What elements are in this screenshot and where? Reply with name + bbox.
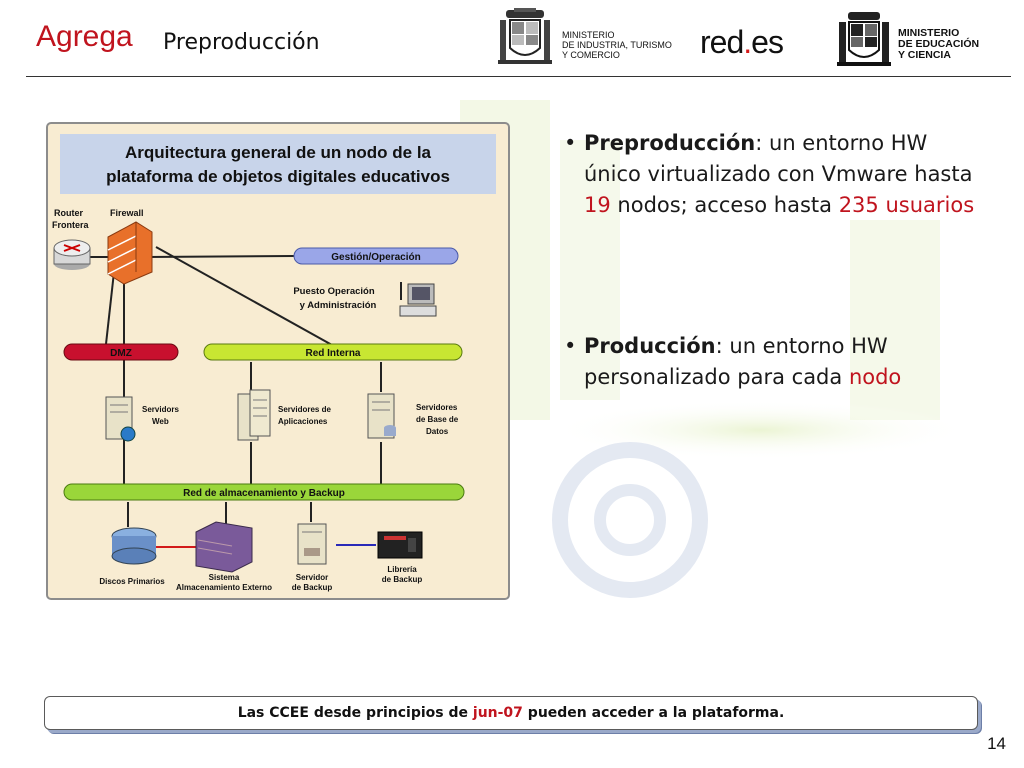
diagram-title: plataforma de objetos digitales educativ…	[106, 167, 450, 186]
sistema-label: Almacenamiento Externo	[176, 583, 272, 592]
red-interna-label: Red Interna	[305, 348, 360, 359]
backup-server-icon	[297, 523, 327, 565]
backup-server-label: Servidor	[296, 573, 328, 582]
ministry-line: DE INDUSTRIA, TURISMO	[562, 40, 672, 50]
slide-subtitle: Preproducción	[163, 30, 320, 55]
connection-lines	[90, 246, 402, 527]
gestion-label: Gestión/Operación	[331, 252, 420, 263]
brand-title: Agrega	[36, 20, 133, 53]
discos-label: Discos Primarios	[99, 577, 165, 586]
ministry-industria-logo: MINISTERIO DE INDUSTRIA, TURISMO Y COMER…	[562, 30, 672, 60]
ministry-educacion-logo: MINISTERIO DE EDUCACIÓN Y CIENCIA	[898, 28, 979, 61]
storage-bus-label: Red de almacenamiento y Backup	[183, 488, 345, 499]
libreria-label: Librería	[387, 565, 417, 574]
router-label: Frontera	[52, 220, 90, 230]
bullet-text: nodos; acceso hasta	[610, 193, 839, 217]
bullet-text: : un entorno HW único virtualizado con V…	[584, 131, 973, 186]
web-server-icon	[105, 396, 136, 442]
puesto-label: Puesto Operación	[293, 286, 374, 297]
slide-header: Agrega Preproducción MINISTERIO DE INDUS…	[0, 0, 1024, 78]
workstation-icon	[399, 283, 437, 317]
redes-logo-part: es	[751, 24, 784, 60]
bullet-highlight: nodo	[848, 365, 902, 389]
footer-note: Las CCEE desde principios de jun-07 pued…	[44, 696, 978, 730]
spain-coat-of-arms-icon	[837, 12, 891, 66]
background-decoration	[460, 100, 970, 598]
firewall-icon	[107, 221, 153, 285]
ministry-line: DE EDUCACIÓN	[898, 38, 980, 50]
header-divider	[26, 76, 1011, 77]
gestion-bus	[293, 247, 459, 265]
backup-server-label: de Backup	[292, 583, 333, 592]
firewall-label: Firewall	[110, 208, 144, 218]
app-server-label: Aplicaciones	[278, 417, 328, 426]
disk-icon	[111, 527, 157, 565]
web-server-label: Servidors	[142, 405, 179, 414]
dmz-label: DMZ	[110, 348, 132, 359]
bullet-title: Producción	[584, 334, 716, 358]
bullet-icon: •	[564, 334, 577, 358]
router-label: Router	[54, 208, 83, 218]
router-icon	[53, 239, 91, 270]
app-server-label: Servidores de	[278, 405, 331, 414]
redes-logo: red.es	[700, 24, 784, 61]
diagram-title: Arquitectura general de un nodo de la	[125, 143, 432, 162]
ministry-line: MINISTERIO	[562, 30, 615, 40]
bullet-icon: •	[564, 131, 577, 155]
bullet-text: : un entorno HW personalizado para cada	[584, 334, 888, 389]
dmz-bus	[63, 343, 179, 361]
diagram-title-box	[60, 134, 496, 194]
ministry-line: Y CIENCIA	[898, 49, 951, 61]
footer-highlight: jun-07	[472, 705, 523, 721]
storage-system-icon	[195, 521, 253, 573]
db-server-icon	[367, 393, 396, 439]
ministry-line: Y COMERCIO	[562, 50, 620, 60]
diagram-frame	[46, 122, 510, 600]
architecture-diagram: Arquitectura general de un nodo de la pl…	[46, 122, 510, 600]
redes-logo-part: red	[700, 24, 744, 60]
db-server-label: de Base de	[416, 415, 459, 424]
db-server-label: Datos	[426, 427, 449, 436]
footer-text: pueden acceder a la plataforma.	[522, 705, 785, 721]
bullet-list: • Preproducción: un entorno HW único vir…	[564, 128, 984, 393]
redes-logo-dot: .	[743, 24, 752, 60]
web-server-label: Web	[152, 417, 169, 426]
page-number: 14	[987, 734, 1006, 753]
bullet-highlight: 235 usuarios	[838, 193, 975, 217]
footer-text: Las CCEE desde principios de	[237, 705, 473, 721]
libreria-label: de Backup	[382, 575, 423, 584]
app-server-icon	[237, 389, 271, 441]
bullet-highlight: 19	[584, 193, 611, 217]
tape-library-icon	[377, 531, 423, 559]
spain-coat-of-arms-icon	[498, 8, 552, 64]
storage-bus	[63, 483, 465, 501]
db-server-label: Servidores	[416, 403, 458, 412]
ministry-line: MINISTERIO	[898, 27, 960, 39]
bullet-item: • Producción: un entorno HW personalizad…	[564, 331, 984, 393]
bullet-item: • Preproducción: un entorno HW único vir…	[564, 128, 984, 221]
puesto-label: y Administración	[300, 300, 377, 311]
sistema-label: Sistema	[209, 573, 240, 582]
red-interna-bus	[203, 343, 463, 361]
bullet-title: Preproducción	[584, 131, 756, 155]
